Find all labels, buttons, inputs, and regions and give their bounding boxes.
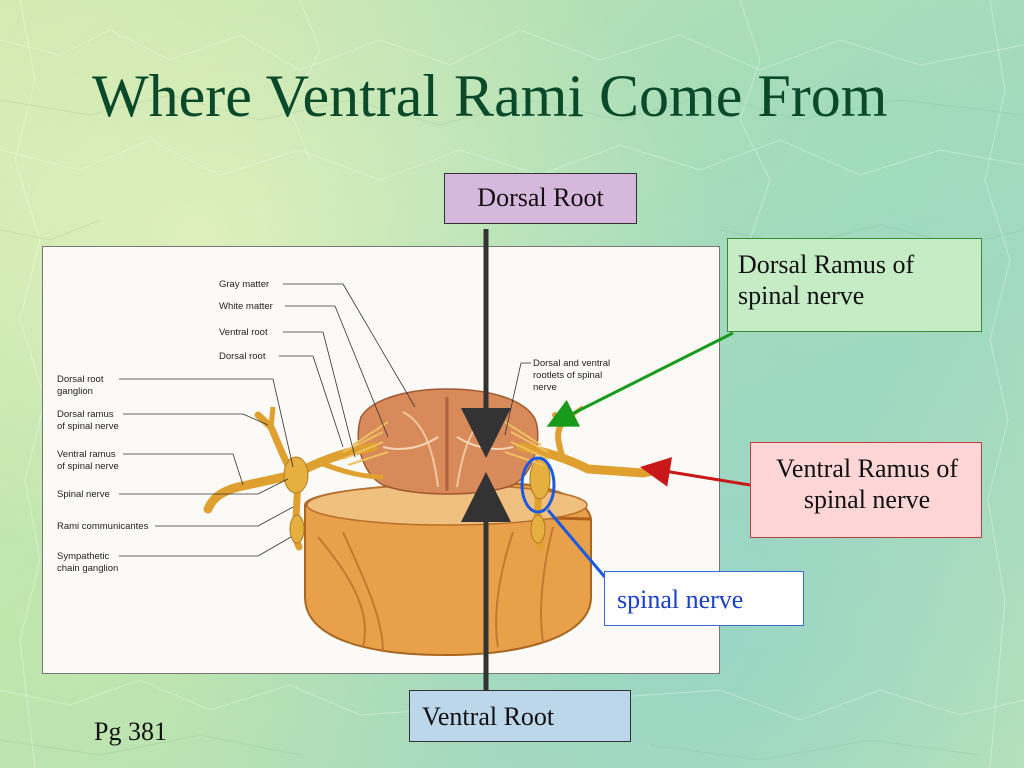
label-ventral-ramus-1: Ventral ramus — [57, 449, 116, 460]
label-sympathetic-1: Sympathetic — [57, 551, 110, 562]
label-ventral-root: Ventral root — [219, 327, 268, 338]
label-spinal-nerve: Spinal nerve — [57, 489, 110, 500]
label-rootlets-3: nerve — [533, 382, 557, 393]
spinal-cord-figure: Gray matter White matter Ventral root Do… — [42, 246, 720, 674]
label-dorsal-root: Dorsal root — [219, 351, 266, 362]
spinal-nerve-callout: spinal nerve — [604, 571, 804, 626]
label-rootlets-2: rootlets of spinal — [533, 370, 602, 381]
label-ventral-ramus-2: of spinal nerve — [57, 461, 119, 472]
dorsal-ramus-arrow — [546, 331, 734, 427]
label-sympathetic-2: chain ganglion — [57, 563, 118, 574]
label-dorsal-ramus-1: Dorsal ramus — [57, 409, 114, 420]
figure-labels-left: Gray matter White matter Ventral root Do… — [57, 279, 416, 574]
label-drg-2: ganglion — [57, 386, 93, 397]
dorsal-ramus-callout: Dorsal Ramus of spinal nerve — [727, 238, 982, 332]
spinal-nerve-pointer — [546, 509, 611, 583]
label-dorsal-ramus-2: of spinal nerve — [57, 421, 119, 432]
ventral-ramus-arrow — [640, 457, 751, 487]
spinal-cord-illustration: Gray matter White matter Ventral root Do… — [57, 279, 668, 657]
slide-title: Where Ventral Rami Come From — [92, 63, 888, 129]
label-rami-communicantes: Rami communicantes — [57, 521, 149, 532]
ventral-ramus-callout: Ventral Ramus of spinal nerve — [750, 442, 982, 538]
dorsal-root-callout: Dorsal Root — [444, 173, 637, 224]
label-rootlets-1: Dorsal and ventral — [533, 358, 610, 369]
label-gray-matter: Gray matter — [219, 279, 269, 290]
label-drg-1: Dorsal root — [57, 374, 104, 385]
spinal-nerve-highlight — [520, 456, 556, 514]
page-number: Pg 381 — [94, 717, 167, 746]
ventral-root-callout: Ventral Root — [409, 690, 631, 742]
label-white-matter: White matter — [219, 301, 273, 312]
